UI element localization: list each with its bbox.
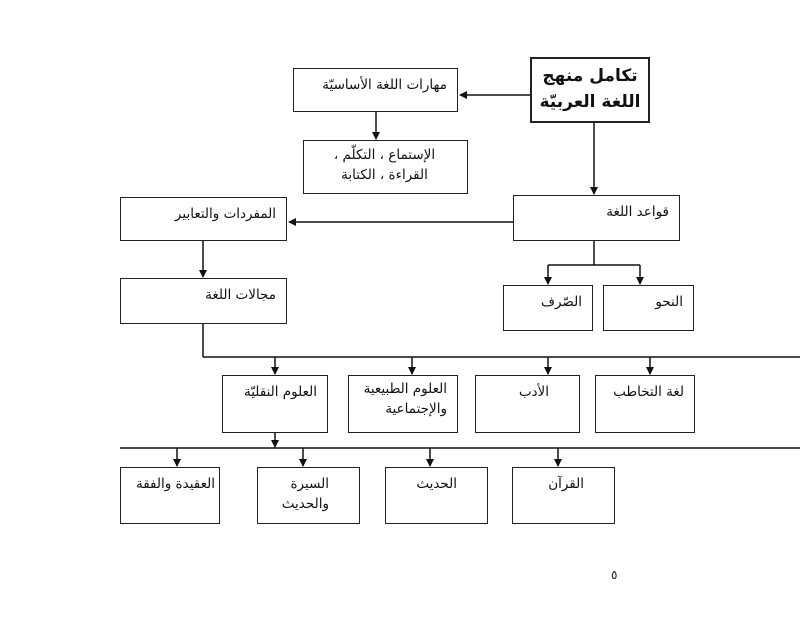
- node-naqli: العلوم النقليّة: [222, 375, 328, 433]
- node-vocab-label: المفردات والتعابير: [174, 206, 276, 222]
- node-domains-label: مجالات اللغة: [205, 287, 276, 303]
- node-skills-label: مهارات اللغة الأساسيّة: [322, 77, 447, 93]
- node-nahw: النحو: [603, 285, 694, 331]
- node-sira-line2: والحديث: [281, 496, 329, 512]
- page-number: ٥: [611, 568, 618, 582]
- node-speech: لغة التخاطب: [595, 375, 695, 433]
- node-main: تكامل منهج اللغة العربيّة: [530, 57, 650, 123]
- node-hadith-label: الحديث: [416, 476, 457, 492]
- node-quran-label: القرآن: [548, 476, 584, 492]
- node-rules: قواعد اللغة: [513, 195, 680, 241]
- node-hadith: الحديث: [385, 467, 488, 524]
- node-sira-line1: السيرة: [290, 476, 329, 492]
- node-natural-line1: العلوم الطبيعية: [363, 381, 447, 397]
- node-speech-label: لغة التخاطب: [613, 384, 684, 400]
- node-sarf-label: الصّرف: [540, 294, 582, 310]
- node-natural-line2: والإجتماعية: [385, 401, 447, 417]
- node-rules-label: قواعد اللغة: [606, 204, 669, 220]
- node-vocab: المفردات والتعابير: [120, 197, 287, 241]
- node-main-line1: تكامل منهج: [542, 66, 638, 86]
- node-quran: القرآن: [512, 467, 615, 524]
- node-naqli-label: العلوم النقليّة: [243, 384, 317, 400]
- node-natural: العلوم الطبيعية والإجتماعية: [348, 375, 458, 433]
- node-aqida-label: العقيدة والفقة: [135, 476, 215, 492]
- node-sarf: الصّرف: [503, 285, 593, 331]
- node-skills: مهارات اللغة الأساسيّة: [293, 68, 458, 112]
- node-sira: السيرة والحديث: [257, 467, 360, 524]
- node-adab: الأدب: [475, 375, 580, 433]
- node-main-line2: اللغة العربيّة: [539, 92, 641, 112]
- node-skills-list: الإستماع ، التكلّم ، القراءة ، الكتابة: [303, 140, 468, 194]
- node-skills-list-line2: القراءة ، الكتابة: [341, 167, 428, 183]
- node-domains: مجالات اللغة: [120, 278, 287, 324]
- node-adab-label: الأدب: [518, 384, 549, 400]
- node-skills-list-line1: الإستماع ، التكلّم ،: [333, 147, 436, 163]
- node-aqida: العقيدة والفقة: [120, 467, 220, 524]
- node-nahw-label: النحو: [655, 294, 683, 310]
